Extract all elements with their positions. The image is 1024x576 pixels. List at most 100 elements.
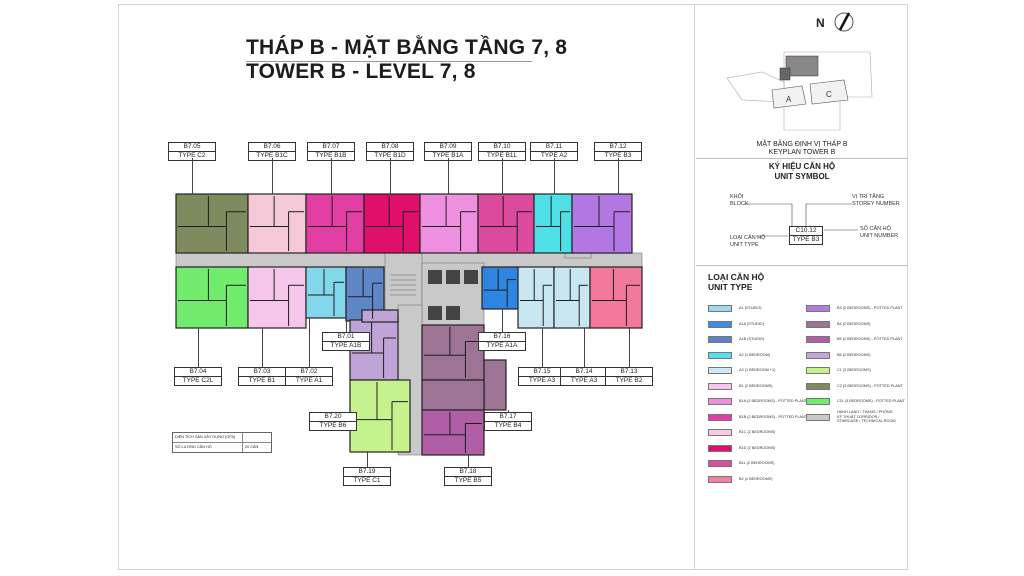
unit-code: B7.15 — [519, 368, 565, 377]
unit-area[interactable] — [349, 379, 411, 453]
unit-area[interactable] — [589, 266, 643, 329]
unit-code: B7.17 — [485, 413, 531, 422]
legend-swatch — [806, 336, 830, 343]
unit-B7-17[interactable] — [421, 324, 507, 411]
unit-B7-14[interactable] — [553, 266, 591, 329]
unit-B7-07[interactable] — [305, 193, 365, 254]
legend-swatch — [708, 413, 732, 421]
unit-B7-05[interactable] — [175, 193, 249, 254]
unit-code: B7.13 — [606, 368, 652, 377]
unit-area[interactable] — [517, 266, 555, 329]
legend-swatch — [708, 398, 732, 405]
unit-area[interactable] — [419, 193, 479, 254]
legend-item: A2 (1 BEDROOM) — [708, 351, 770, 360]
title-vietnamese: THÁP B - MẶT BẰNG TẦNG 7, 8 — [246, 36, 568, 59]
legend-swatch — [806, 413, 830, 421]
keyplan-title-vi: MẶT BẰNG ĐỊNH VỊ THÁP B — [756, 141, 848, 148]
unit-leader-line — [584, 328, 585, 367]
unit-B7-08[interactable] — [363, 193, 421, 254]
symbol-rule — [696, 265, 908, 266]
legend-label: B1D (2 BEDROOMS) — [739, 445, 776, 450]
title-english: TOWER B - LEVEL 7, 8 — [246, 60, 476, 83]
legend-label: B3 (2 BEDROOMS) - POTTED PLANT — [837, 306, 903, 311]
unit-area[interactable] — [553, 266, 591, 329]
legend-title-vi: LOẠI CĂN HỘ — [708, 272, 765, 282]
unit-B7-04[interactable] — [175, 266, 249, 329]
unit-area[interactable] — [305, 193, 365, 254]
unit-type: TYPE A1A — [486, 342, 518, 349]
legend-label: HÀNH LANG / THANG / PHÒNG KỸ THUẬT CORRI… — [837, 410, 896, 424]
legend-item: B1B (2 BEDROOMS) - POTTED PLANT — [708, 413, 807, 422]
unit-area[interactable] — [421, 409, 485, 456]
unit-code: B7.19 — [344, 468, 390, 477]
unit-leader-line — [448, 158, 449, 194]
unit-B7-11[interactable] — [533, 193, 573, 254]
unit-area[interactable] — [247, 266, 307, 329]
unit-blocks — [175, 193, 643, 456]
unit-area[interactable] — [175, 193, 249, 254]
unit-symbol-title-en: UNIT SYMBOL — [774, 172, 830, 181]
legend-item: A1B (STUDIO) — [708, 335, 764, 344]
unit-leader-line — [468, 455, 469, 467]
unit-area[interactable] — [483, 359, 507, 411]
unit-area[interactable] — [421, 324, 485, 381]
unit-area[interactable] — [175, 266, 249, 329]
unit-type: TYPE B2 — [615, 377, 643, 384]
symbol-block-label: KHỐI — [730, 194, 744, 200]
unit-B7-13[interactable] — [589, 266, 643, 329]
unit-B7-19[interactable] — [349, 379, 411, 453]
legend-swatch — [708, 382, 732, 390]
unit-type: TYPE B1A — [432, 152, 464, 159]
unit-code: B7.06 — [249, 143, 295, 152]
info-count-label: SỐ LƯỢNG CĂN HỘ — [173, 443, 243, 452]
unit-B7-02[interactable] — [305, 266, 347, 319]
legend-item: C1 (3 BEDROOMS) — [806, 366, 871, 375]
unit-area[interactable] — [477, 193, 535, 254]
symbol-block-label-en: BLOCK — [730, 201, 749, 207]
unit-type: TYPE A3 — [570, 377, 598, 384]
unit-area[interactable] — [533, 193, 573, 254]
unit-leader-line — [502, 158, 503, 194]
unit-area[interactable] — [421, 379, 485, 411]
legend-item: B1L (2 BEDROOMS) — [708, 459, 775, 468]
unit-code: B7.14 — [561, 368, 607, 377]
unit-leader-line — [192, 158, 193, 194]
legend-swatch — [806, 367, 830, 374]
unit-area[interactable] — [247, 193, 307, 254]
north-arrow: N — [816, 10, 856, 34]
unit-B7-09[interactable] — [419, 193, 479, 254]
unit-B7-15[interactable] — [517, 266, 555, 329]
unit-area[interactable] — [361, 309, 399, 323]
unit-B7-16[interactable] — [481, 266, 519, 310]
unit-area[interactable] — [571, 193, 633, 254]
legend-item: B1A (2 BEDROOMS) - POTTED PLANT — [708, 397, 807, 406]
legend-label: A1B (STUDIO) — [739, 337, 765, 342]
unit-type: TYPE B3 — [604, 152, 632, 159]
unit-B7-06[interactable] — [247, 193, 307, 254]
keyplan-title-en: KEYPLAN TOWER B — [768, 149, 836, 156]
keyplan-letter-c: C — [826, 90, 832, 99]
unit-code: B7.03 — [239, 368, 285, 377]
legend-title-en: UNIT TYPE — [708, 282, 753, 292]
legend-label: B1 (2 BEDROOMS) — [739, 383, 773, 388]
legend-swatch — [708, 305, 732, 312]
legend-item: A3 (1 BEDROOM +1) — [708, 366, 775, 375]
keyplan-tower-c — [809, 79, 849, 105]
unit-B7-10[interactable] — [477, 193, 535, 254]
info-area-value — [243, 433, 271, 442]
unit-B7-12[interactable] — [571, 193, 633, 254]
unit-B7-03[interactable] — [247, 266, 307, 329]
unit-area[interactable] — [305, 266, 347, 319]
keyplan-sketch: A C — [726, 51, 873, 131]
unit-B7-18[interactable] — [421, 409, 485, 456]
unit-area[interactable] — [481, 266, 519, 310]
unit-area[interactable] — [363, 193, 421, 254]
unit-leader-line — [198, 328, 199, 367]
